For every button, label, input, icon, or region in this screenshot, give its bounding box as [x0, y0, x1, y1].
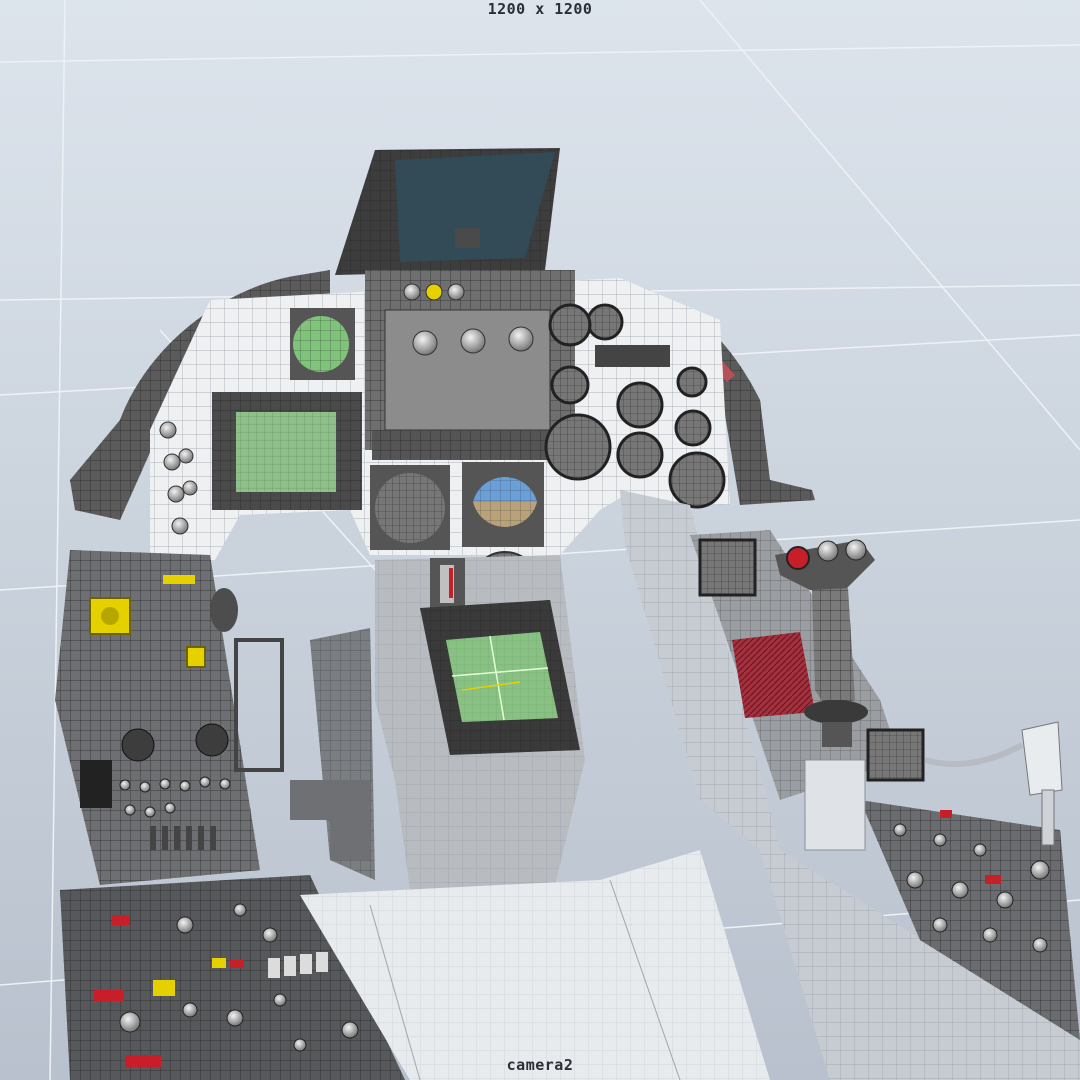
resolution-label: 1200 x 1200 — [487, 0, 593, 18]
camera-label: camera2 — [506, 1056, 574, 1074]
right-gauges — [544, 303, 726, 509]
hud-combiner — [335, 148, 560, 275]
seat-front — [300, 850, 770, 1080]
side-stick — [775, 539, 875, 747]
misc-fittings — [290, 780, 370, 860]
center-mfd — [420, 600, 580, 755]
left-mfd — [159, 308, 362, 535]
left-console — [55, 550, 284, 885]
